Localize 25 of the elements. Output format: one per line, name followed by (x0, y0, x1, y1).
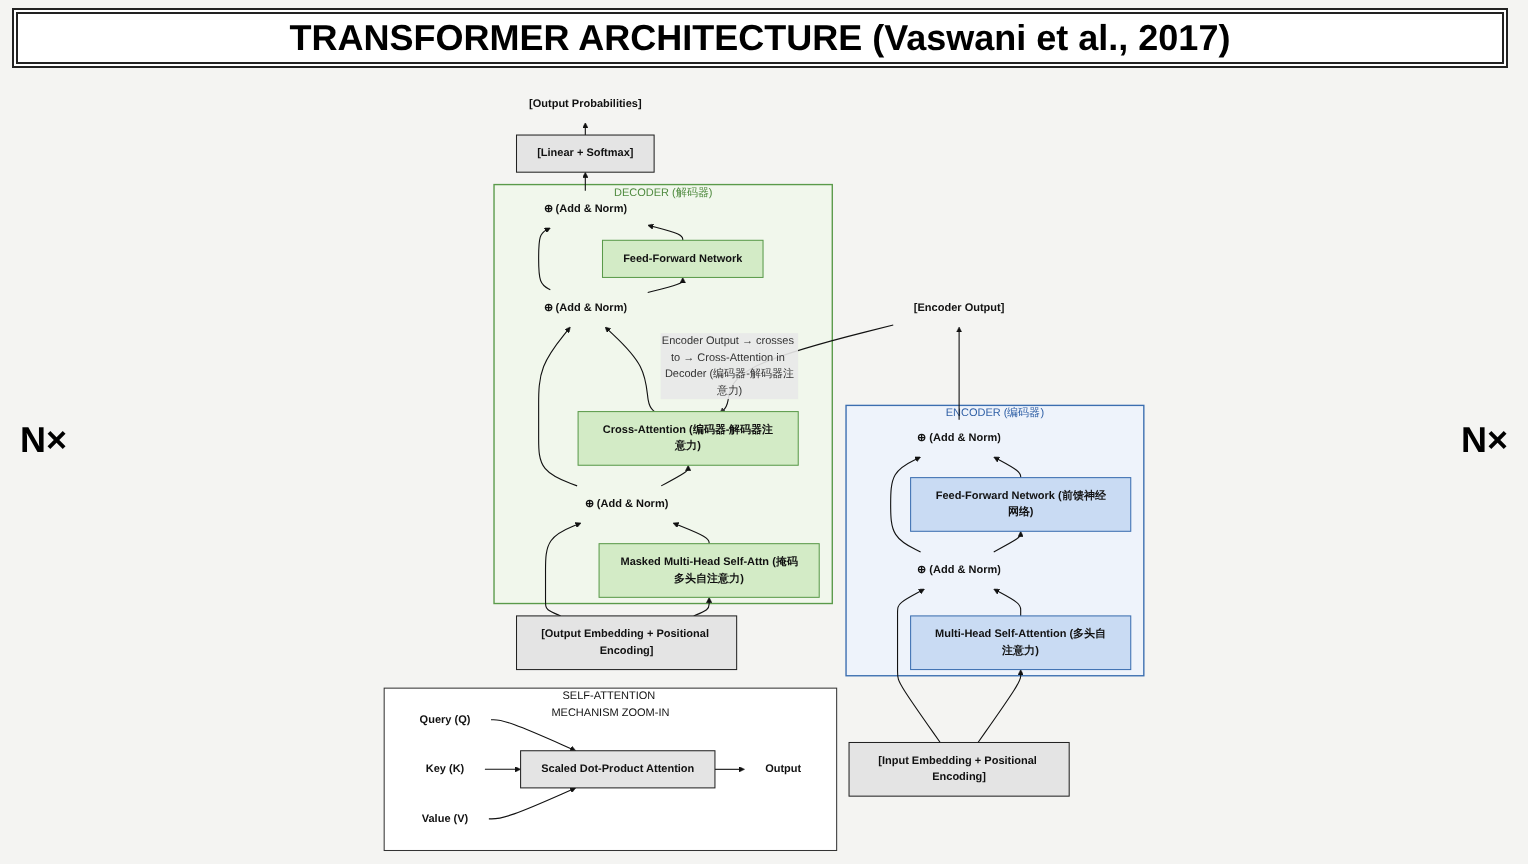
title: TRANSFORMER ARCHITECTURE (Vaswani et al., 2017) (12, 8, 1508, 68)
arrow (484, 766, 521, 773)
arrow (714, 766, 745, 773)
arrow (897, 588, 941, 744)
arrow (604, 326, 656, 413)
arrow (538, 326, 578, 487)
arrow (693, 597, 713, 617)
arrow (490, 719, 577, 752)
arrow (993, 531, 1024, 553)
arrow (993, 456, 1022, 479)
repeat-label: N× (1460, 420, 1508, 462)
arrow (993, 588, 1022, 617)
arrow (647, 223, 684, 241)
repeat-label: N× (20, 420, 68, 462)
arrow (956, 326, 963, 421)
arrow (890, 456, 922, 553)
arrow (672, 522, 710, 545)
arrow (582, 171, 589, 192)
arrow (660, 464, 692, 487)
arrow (977, 669, 1024, 744)
arrow (647, 277, 686, 294)
arrow (488, 787, 577, 820)
arrow (582, 122, 589, 136)
arrow (544, 522, 582, 617)
arrow (538, 227, 551, 291)
